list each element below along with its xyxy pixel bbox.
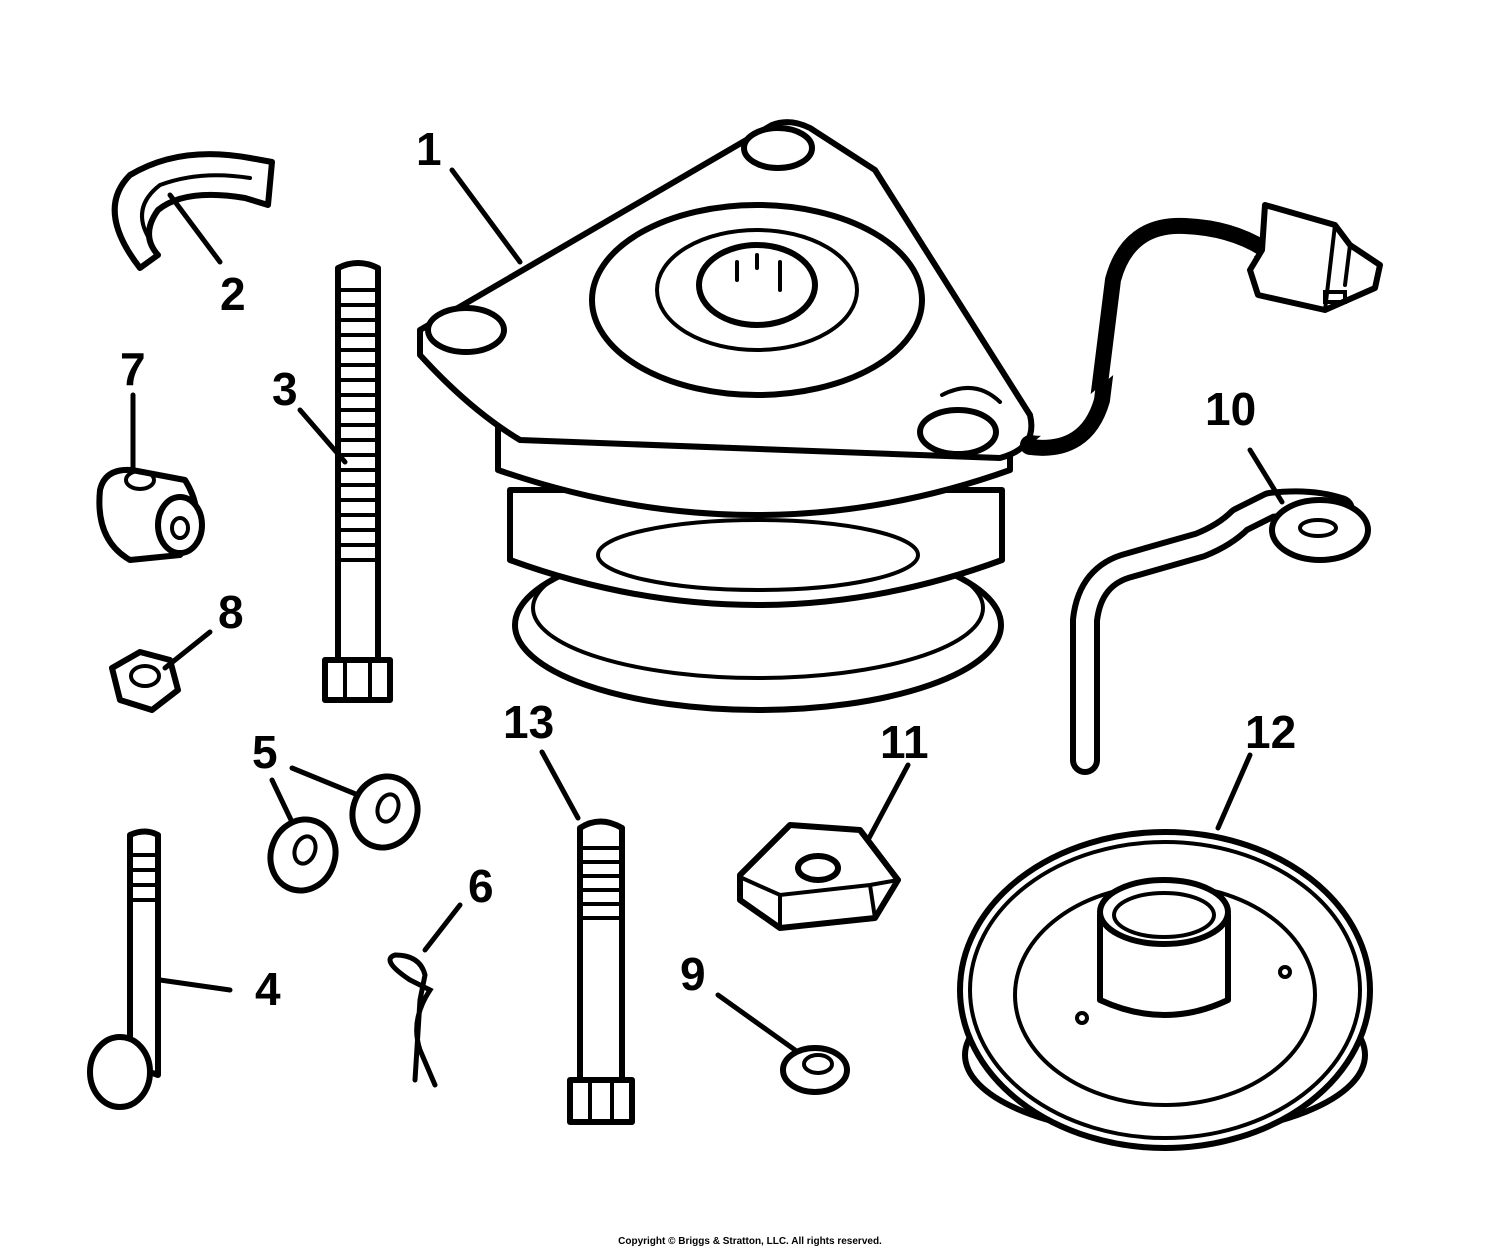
part-10-link-rod[interactable] [1070,488,1371,775]
callout-10: 10 [1205,383,1256,435]
copyright-notice: Copyright © Briggs & Stratton, LLC. All … [618,1236,882,1247]
part-4-clevis-pin[interactable] [87,828,161,1110]
part-5-washers[interactable] [261,767,428,900]
callout-5: 5 [252,726,278,778]
callout-8: 8 [218,586,244,638]
callout-7: 7 [120,343,146,395]
part-3-bolt[interactable] [322,260,393,703]
callout-1: 1 [416,123,442,175]
callout-13: 13 [503,696,554,748]
callout-6: 6 [468,860,494,912]
part-2-clamp[interactable] [111,151,275,271]
part-13-bolt[interactable] [567,818,635,1125]
callout-11: 11 [880,716,929,768]
part-7-bushing[interactable] [96,466,205,563]
part-12-pulley[interactable] [957,829,1373,1151]
part-11-hex-spacer[interactable] [737,822,901,931]
leader-lines [130,167,1285,1053]
callout-9: 9 [680,948,706,1000]
callout-2: 2 [220,268,246,320]
callout-12: 12 [1245,706,1296,758]
part-6-hairpin[interactable] [387,952,438,1088]
callout-3: 3 [272,363,298,415]
part-9-lock-washer[interactable] [780,1045,850,1095]
callout-labels: 1 2 3 7 8 5 4 6 13 9 11 12 10 [120,123,1296,1015]
part-1-wire-harness [1020,202,1383,456]
callout-4: 4 [255,963,281,1015]
part-8-hex-nut[interactable] [109,649,181,713]
part-1-pto-clutch[interactable] [417,119,1035,713]
